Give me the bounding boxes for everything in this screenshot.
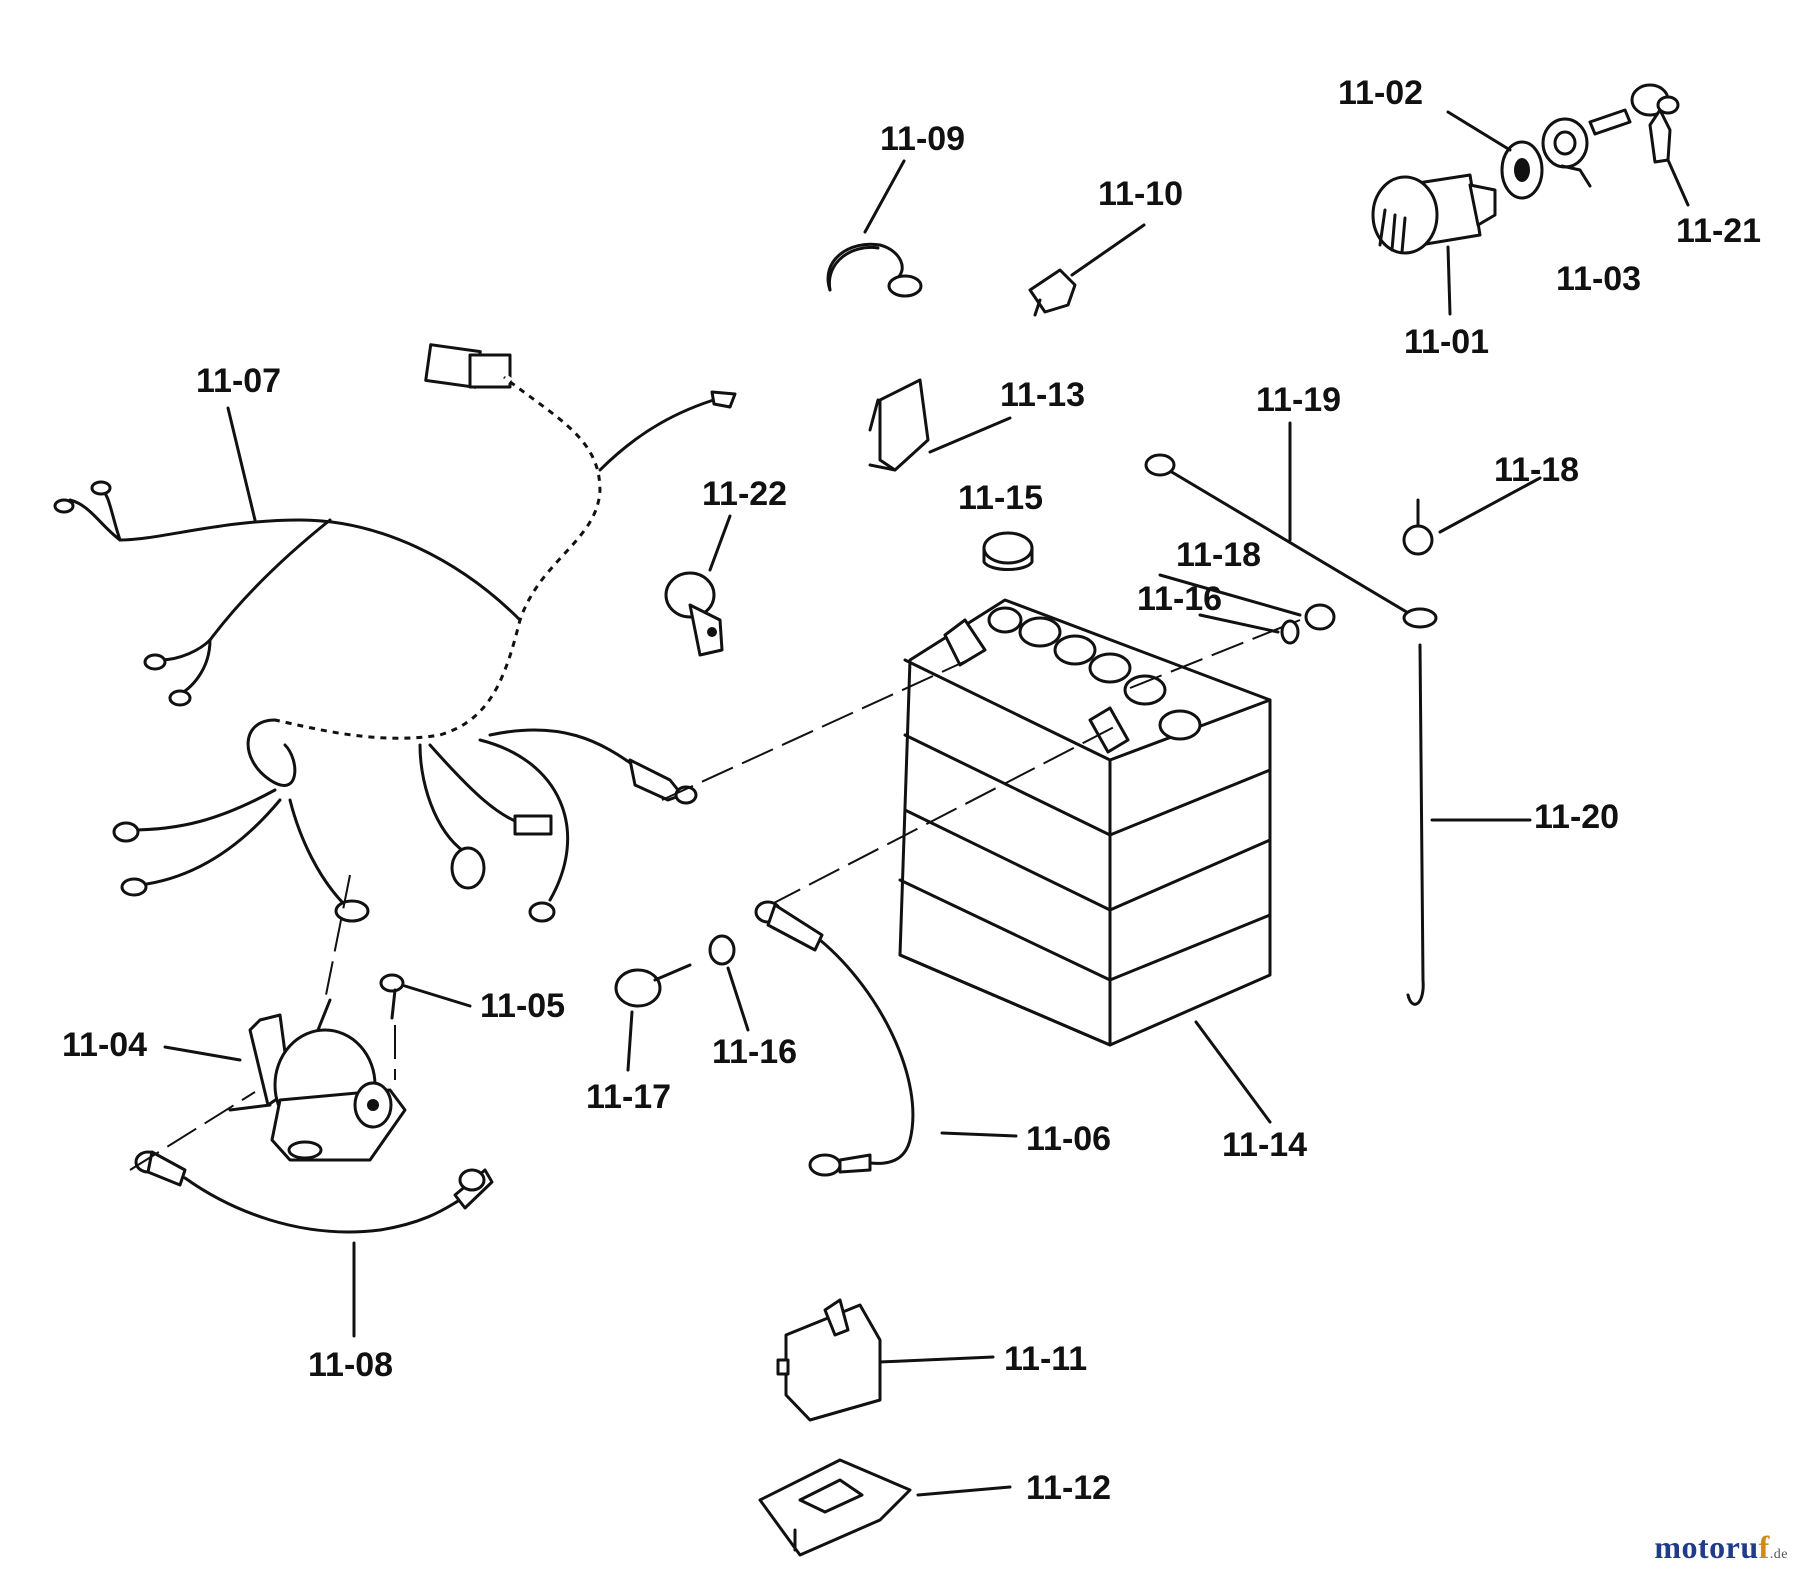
label-11-12: 11-12 xyxy=(1026,1469,1111,1507)
battery xyxy=(898,598,1272,1047)
label-11-17: 11-17 xyxy=(586,1078,671,1116)
label-11-16-bottom: 11-16 xyxy=(712,1033,797,1071)
clamp xyxy=(826,242,923,298)
lock-washer xyxy=(1500,140,1544,200)
label-11-11: 11-11 xyxy=(1004,1340,1087,1378)
label-11-14: 11-14 xyxy=(1222,1126,1307,1164)
hex-nut xyxy=(1541,117,1589,169)
clip xyxy=(868,378,930,472)
label-11-22: 11-22 xyxy=(702,475,787,513)
label-11-05: 11-05 xyxy=(480,987,565,1025)
label-11-18-left: 11-18 xyxy=(1176,536,1261,574)
cable-clamp xyxy=(664,571,724,657)
label-11-20: 11-20 xyxy=(1534,798,1619,836)
ignition-switch xyxy=(1371,173,1497,255)
screw xyxy=(379,973,405,1080)
clip-small xyxy=(1028,268,1077,317)
solenoid xyxy=(228,998,407,1162)
label-11-19: 11-19 xyxy=(1256,381,1341,419)
label-11-07: 11-07 xyxy=(196,362,281,400)
switch-bracket xyxy=(758,1458,912,1557)
watermark-logo: motoruf.de xyxy=(1654,1529,1788,1565)
cable-long xyxy=(754,900,915,1177)
label-11-16-top: 11-16 xyxy=(1137,580,1222,618)
label-11-02: 11-02 xyxy=(1338,74,1423,112)
label-11-09: 11-09 xyxy=(880,120,965,158)
key xyxy=(1588,83,1680,164)
label-11-13: 11-13 xyxy=(1000,376,1085,414)
nut-top xyxy=(1402,498,1434,556)
label-11-03: 11-03 xyxy=(1556,260,1641,298)
nut-battery xyxy=(1280,603,1336,645)
label-11-01: 11-01 xyxy=(1404,323,1489,361)
hold-down-rod xyxy=(1406,643,1425,1006)
washer-top xyxy=(1402,607,1438,629)
label-11-10: 11-10 xyxy=(1098,175,1183,213)
wiring-harness xyxy=(53,343,737,923)
cable-short xyxy=(129,1091,494,1234)
label-11-06: 11-06 xyxy=(1026,1120,1111,1158)
label-11-15: 11-15 xyxy=(958,479,1043,517)
bolt xyxy=(614,963,692,1008)
hold-down-bar xyxy=(1144,453,1422,622)
washer xyxy=(708,934,736,966)
rocker-switch xyxy=(776,1298,882,1422)
label-11-21: 11-21 xyxy=(1676,212,1761,250)
vent-cap xyxy=(982,531,1034,571)
leader-lines xyxy=(163,110,1690,1497)
label-11-04: 11-04 xyxy=(62,1026,147,1064)
label-11-08: 11-08 xyxy=(308,1346,393,1384)
label-11-18-right: 11-18 xyxy=(1494,451,1579,489)
